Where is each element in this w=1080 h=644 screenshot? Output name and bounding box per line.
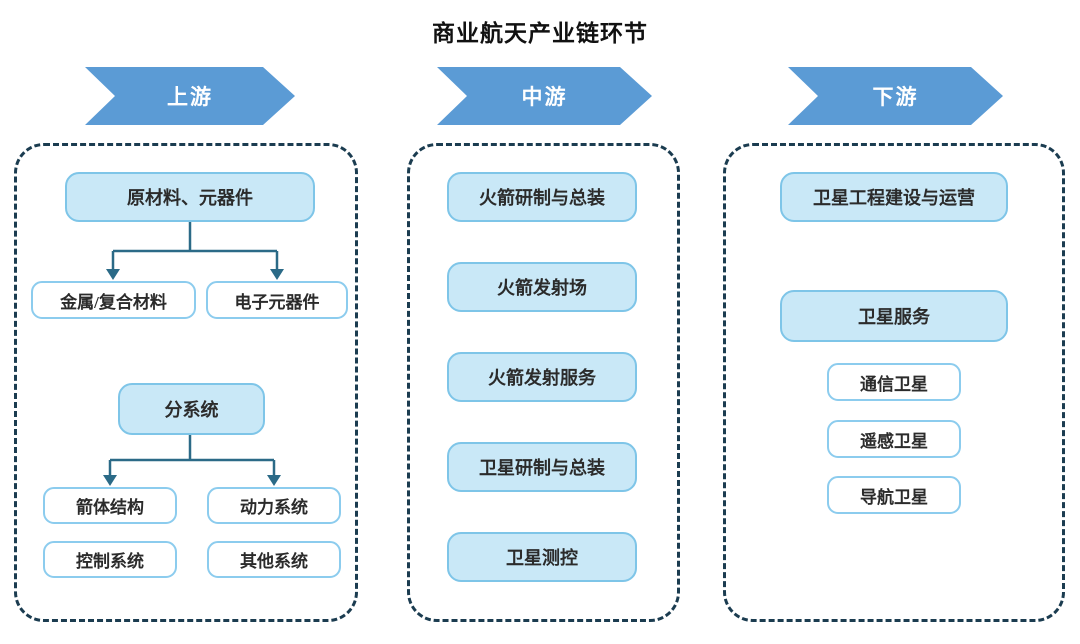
node-launch-service: 火箭发射服务 xyxy=(447,352,637,402)
node-remote-sensing-satellite: 遥感卫星 xyxy=(827,420,961,458)
node-control-system-label: 控制系统 xyxy=(76,552,144,571)
node-launch-site-label: 火箭发射场 xyxy=(497,278,587,298)
node-satellite-development: 卫星研制与总装 xyxy=(447,442,637,492)
node-navigation-satellite: 导航卫星 xyxy=(827,476,961,514)
banner-upstream-label: 上游 xyxy=(167,85,213,109)
node-power-system: 动力系统 xyxy=(207,487,341,524)
node-communication-satellite-label: 通信卫星 xyxy=(860,374,928,394)
node-metal-composite: 金属/复合材料 xyxy=(31,281,196,319)
banner-midstream: 中游 xyxy=(437,67,652,125)
node-communication-satellite: 通信卫星 xyxy=(827,363,961,401)
node-rocket-body-label: 箭体结构 xyxy=(76,498,144,517)
diagram-title: 商业航天产业链环节 xyxy=(432,21,648,46)
node-subsystems-label: 分系统 xyxy=(164,400,219,420)
node-electronic-components-label: 电子元器件 xyxy=(234,292,320,312)
node-launch-site: 火箭发射场 xyxy=(447,262,637,312)
node-raw-materials-label: 原材料、元器件 xyxy=(127,188,253,208)
node-other-systems-label: 其他系统 xyxy=(240,552,308,571)
node-satellite-engineering: 卫星工程建设与运营 xyxy=(780,172,1008,222)
node-control-system: 控制系统 xyxy=(43,541,177,578)
node-launch-service-label: 火箭发射服务 xyxy=(488,368,596,388)
node-subsystems: 分系统 xyxy=(118,383,265,435)
node-satellite-ttc-label: 卫星测控 xyxy=(506,548,578,568)
node-metal-composite-label: 金属/复合材料 xyxy=(60,292,167,312)
banner-midstream-label: 中游 xyxy=(521,85,568,109)
banner-downstream-label: 下游 xyxy=(872,85,919,109)
node-satellite-engineering-label: 卫星工程建设与运营 xyxy=(813,188,975,208)
node-satellite-services-label: 卫星服务 xyxy=(858,307,930,327)
node-raw-materials: 原材料、元器件 xyxy=(65,172,315,222)
node-navigation-satellite-label: 导航卫星 xyxy=(860,487,928,507)
node-electronic-components: 电子元器件 xyxy=(206,281,348,319)
midstream-container xyxy=(407,143,680,622)
node-rocket-development-label: 火箭研制与总装 xyxy=(479,188,605,208)
downstream-container xyxy=(723,143,1065,622)
node-remote-sensing-satellite-label: 遥感卫星 xyxy=(860,431,928,451)
node-power-system-label: 动力系统 xyxy=(240,498,308,517)
node-other-systems: 其他系统 xyxy=(207,541,341,578)
node-rocket-development: 火箭研制与总装 xyxy=(447,172,637,222)
upstream-container xyxy=(14,143,358,622)
node-satellite-ttc: 卫星测控 xyxy=(447,532,637,582)
banner-upstream: 上游 xyxy=(85,67,295,125)
node-rocket-body: 箭体结构 xyxy=(43,487,177,524)
banner-downstream: 下游 xyxy=(788,67,1003,125)
node-satellite-services: 卫星服务 xyxy=(780,290,1008,342)
node-satellite-development-label: 卫星研制与总装 xyxy=(479,458,605,478)
